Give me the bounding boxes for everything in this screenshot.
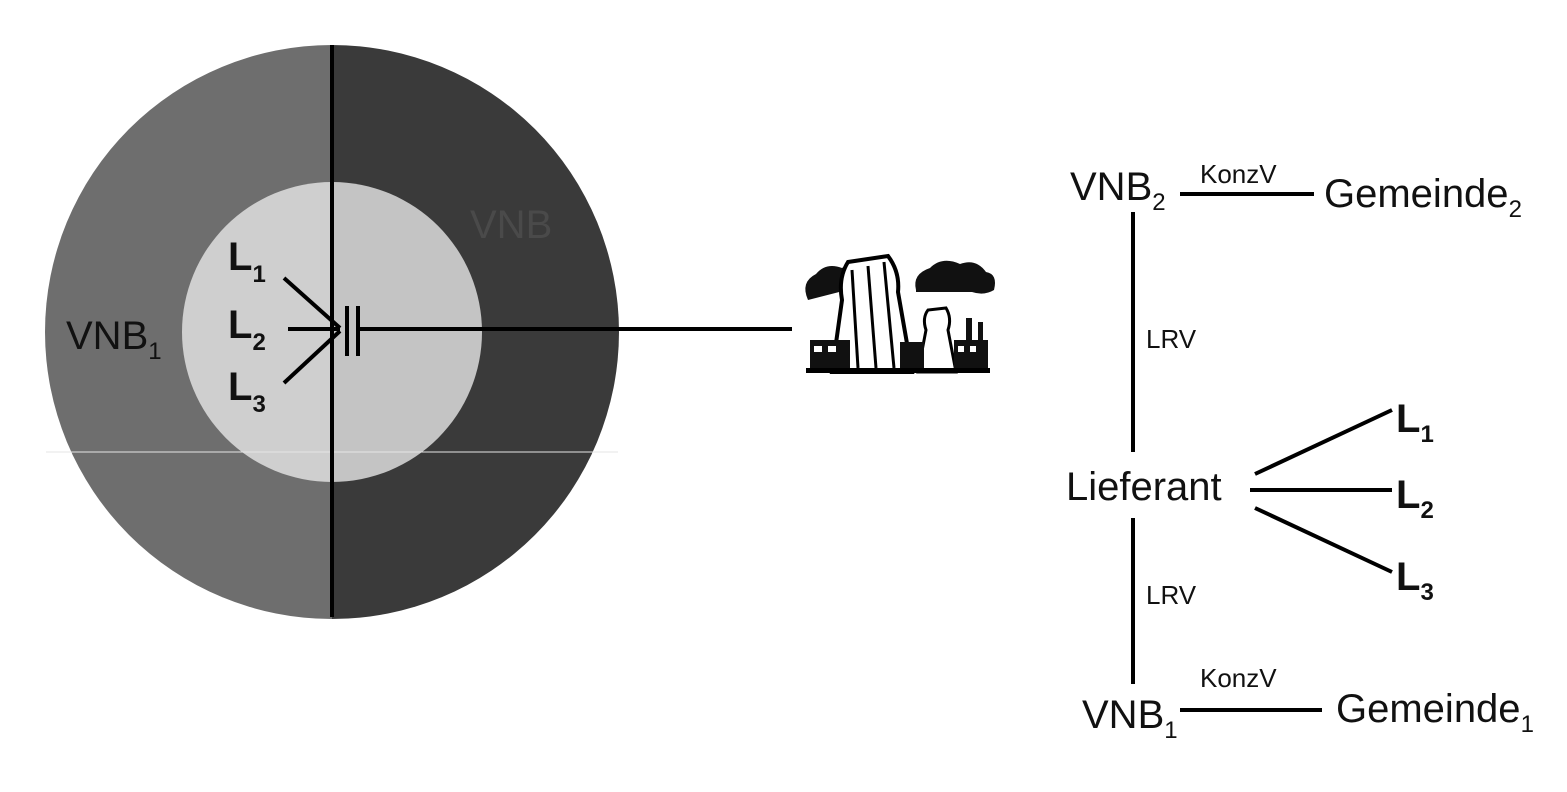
label-l2-right: L2 <box>1396 473 1434 524</box>
inner-region-right <box>332 182 482 482</box>
power-plant-icon <box>805 253 995 374</box>
label-konzv-top: KonzV <box>1200 159 1277 189</box>
supply-lines <box>1250 408 1393 574</box>
label-vnb-left: VNB1 <box>66 314 162 365</box>
label-l2-left: L2 <box>228 303 266 356</box>
label-lrv-top: LRV <box>1146 324 1197 354</box>
label-l3-right: L3 <box>1396 555 1434 606</box>
label-l1-right: L1 <box>1396 397 1434 448</box>
label-gemeinde2: Gemeinde2 <box>1324 172 1522 223</box>
label-gemeinde1: Gemeinde1 <box>1336 687 1534 738</box>
label-lrv-bottom: LRV <box>1146 580 1197 610</box>
label-vnb1: VNB1 <box>1082 693 1178 744</box>
consumer-arrows <box>282 276 342 385</box>
label-vnb-right-faint: VNB <box>470 203 552 247</box>
label-l1-left: L1 <box>228 235 266 288</box>
label-konzv-bottom: KonzV <box>1200 663 1277 693</box>
contract-diagram: VNB2 KonzV Gemeinde2 LRV Lieferant L1 L2… <box>1066 159 1534 744</box>
grid-area-diagram: VNB1 VNB L1 L2 L3 <box>45 45 792 619</box>
label-lieferant: Lieferant <box>1066 465 1222 509</box>
inner-region-left <box>182 182 332 482</box>
label-vnb2: VNB2 <box>1070 165 1166 216</box>
label-l3-left: L3 <box>228 365 266 418</box>
